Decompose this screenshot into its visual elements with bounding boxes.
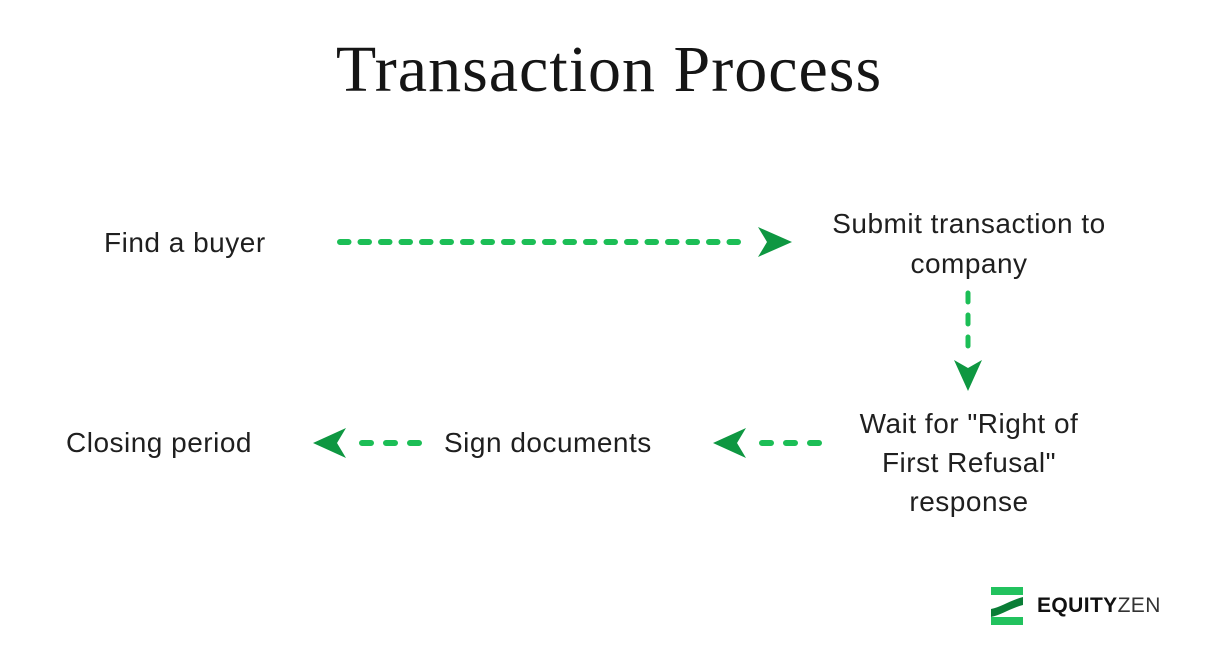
arrow-submit-to-wait-icon bbox=[954, 290, 982, 391]
logo-zen-text: ZEN bbox=[1117, 594, 1161, 617]
node-closing-period: Closing period bbox=[66, 427, 252, 458]
equityzen-wordmark: EQUITYZEN bbox=[1037, 594, 1161, 618]
node-sign-documents: Sign documents bbox=[444, 427, 652, 458]
arrowhead-down-icon bbox=[954, 360, 982, 391]
arrow-wait-to-sign-icon bbox=[713, 428, 822, 458]
page-title: Transaction Process bbox=[335, 33, 883, 106]
equityzen-mark-icon bbox=[991, 587, 1023, 625]
node-find-a-buyer: Find a buyer bbox=[104, 227, 266, 258]
logo-equity-text: EQUITY bbox=[1037, 594, 1118, 617]
arrowhead-right-icon bbox=[758, 227, 792, 257]
arrow-find-to-submit-icon bbox=[337, 227, 792, 257]
arrowhead-left-icon bbox=[713, 428, 746, 458]
equityzen-logo: EQUITYZEN bbox=[988, 586, 1161, 626]
arrow-sign-to-closing-icon bbox=[313, 428, 422, 458]
node-wait-right-of-first-refusal: Wait for "Right of First Refusal" respon… bbox=[859, 408, 1079, 517]
arrowhead-left-icon bbox=[313, 428, 346, 458]
node-submit-transaction: Submit transaction to company bbox=[832, 208, 1106, 279]
